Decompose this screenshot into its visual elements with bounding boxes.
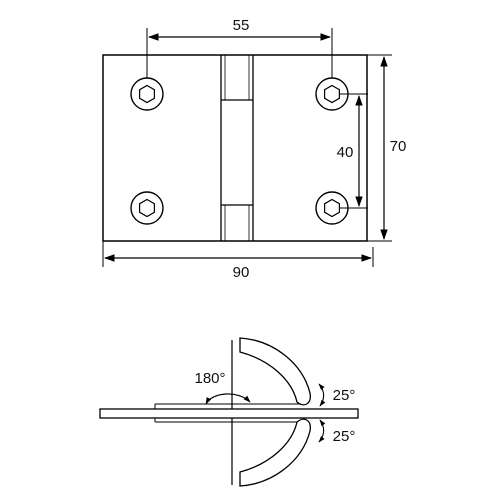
hinge-plate-outline [102,54,368,242]
hinge-knuckle [220,55,254,241]
rotation-arrow-lower-25 [318,419,326,443]
screw-hole-top-left [130,77,164,111]
upper-curved-leaf [239,337,311,406]
dimension-label-90: 90 [233,264,250,281]
rotation-arrow-180 [205,393,251,405]
dimension-label-70: 70 [390,138,407,155]
angle-label-upper-25: 25° [333,387,356,404]
side-view: 180° 25° 25° [99,337,359,487]
dimension-label-40: 40 [337,144,354,161]
top-view: 55 40 70 90 [102,17,407,281]
lower-curved-leaf [239,418,311,487]
rotation-arrow-upper-25 [318,383,326,407]
flat-plate [99,403,359,423]
dimension-90: 90 [102,241,374,281]
dimension-70: 70 [367,54,407,242]
dimension-label-55: 55 [233,17,250,34]
dimension-55: 55 [146,17,333,78]
screw-hole-bottom-left [130,191,164,225]
dimension-40: 40 [337,93,368,209]
angle-label-lower-25: 25° [333,428,356,445]
angle-label-180: 180° [194,370,225,387]
